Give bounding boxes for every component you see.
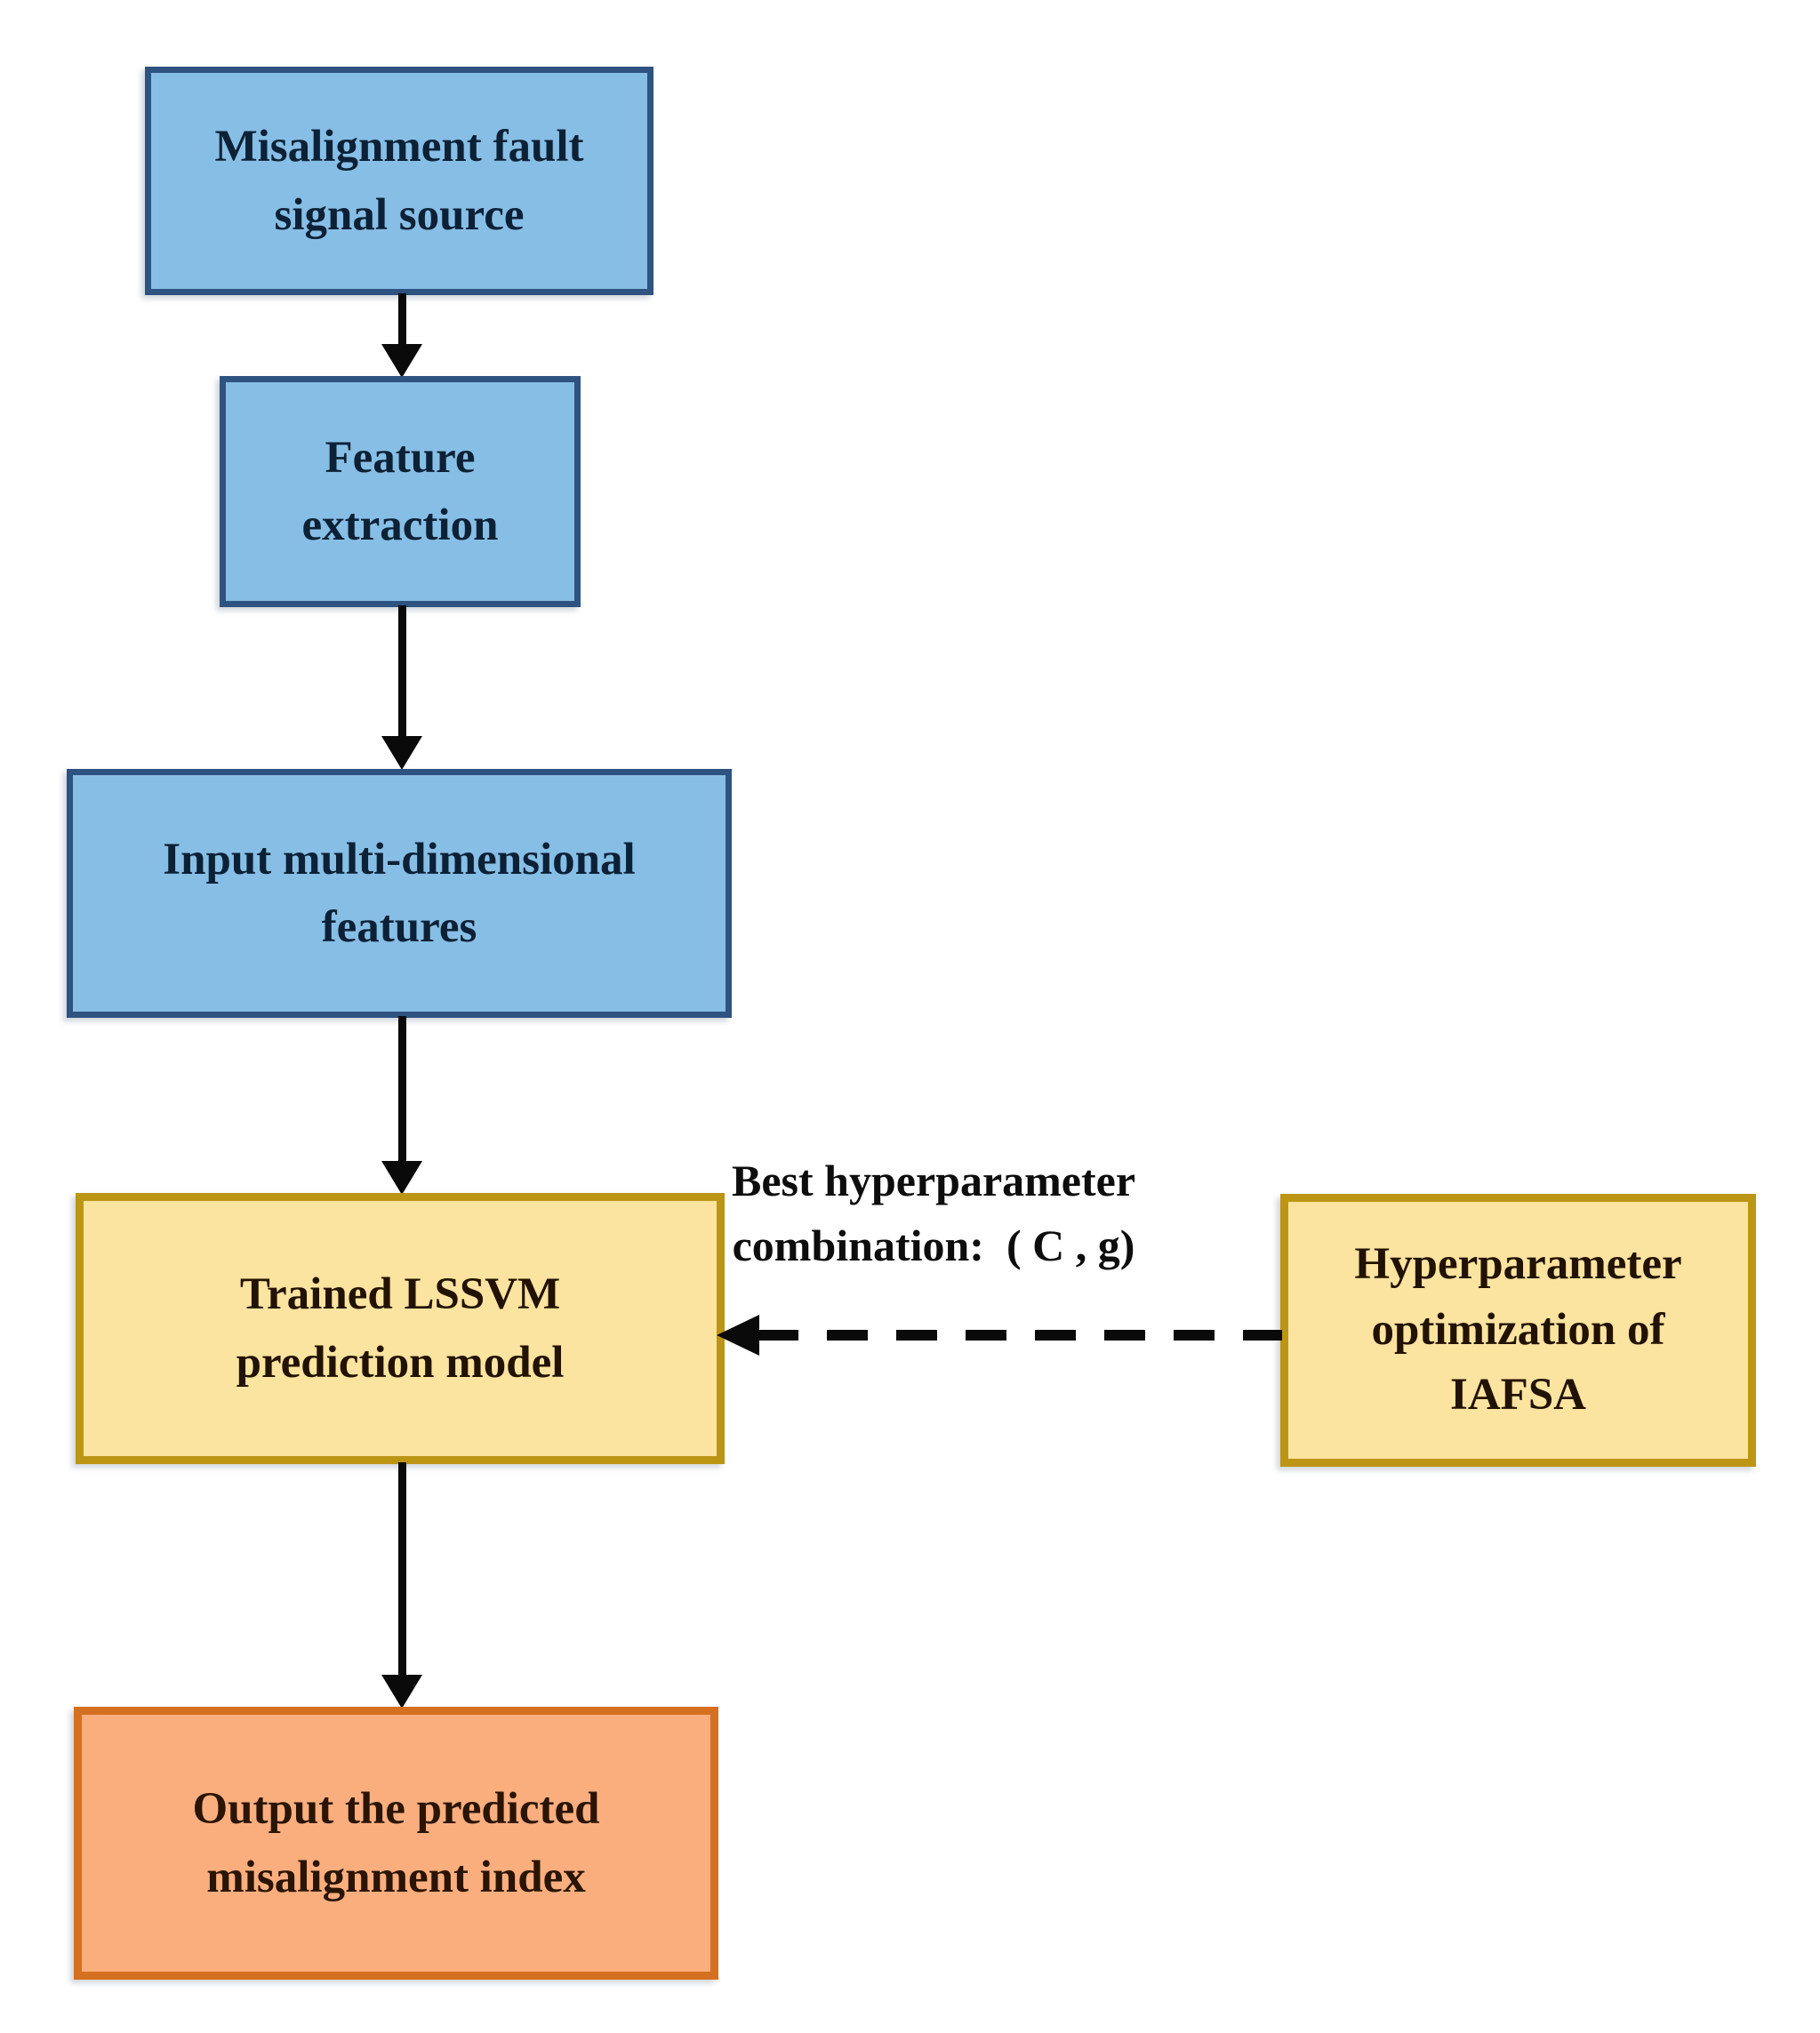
node-iafsa-optimizer-line2: optimization of [1371, 1304, 1665, 1355]
dashed-arrow-label-line1: Best hyperparameter [731, 1156, 1136, 1205]
arrowhead-down-icon [381, 1675, 422, 1709]
node-iafsa-optimizer-line3: IAFSA [1449, 1370, 1587, 1421]
dashed-arrow-label: Best hyperparameter combination: ( C , g… [702, 1149, 1165, 1277]
node-input-features: Input multi-dimensional features [67, 769, 732, 1018]
node-lssvm-model-line2: prediction model [236, 1337, 565, 1388]
node-lssvm-model: Trained LSSVM prediction model [76, 1193, 725, 1464]
arrow-model-to-output [398, 1462, 406, 1676]
dashed-arrow-label-line2: combination: ( C , g) [732, 1220, 1135, 1270]
arrowhead-left-icon [717, 1315, 759, 1356]
arrow-input-to-model [398, 1016, 406, 1162]
node-output-index-line2: misalignment index [206, 1852, 586, 1902]
node-signal-source: Misalignment fault signal source [145, 67, 653, 295]
node-signal-source-line1: Misalignment fault [214, 122, 584, 172]
node-feature-extraction-line1: Feature [325, 432, 476, 483]
node-feature-extraction-line2: extraction [301, 500, 499, 550]
node-output-index-line1: Output the predicted [192, 1784, 600, 1834]
node-iafsa-optimizer-line1: Hyperparameter [1354, 1238, 1682, 1289]
node-output-index: Output the predicted misalignment index [74, 1707, 718, 1980]
node-input-features-line1: Input multi-dimensional [163, 834, 636, 884]
node-signal-source-line2: signal source [274, 189, 525, 240]
node-feature-extraction: Feature extraction [220, 376, 581, 607]
dashed-arrow-optimizer-to-model [758, 1330, 1282, 1341]
node-iafsa-optimizer: Hyperparameter optimization of IAFSA [1280, 1194, 1756, 1467]
node-input-features-line2: features [321, 902, 477, 952]
arrowhead-down-icon [381, 736, 422, 770]
arrow-feature-to-input [398, 605, 406, 737]
arrowhead-down-icon [381, 344, 422, 378]
arrow-source-to-feature [398, 293, 406, 345]
node-lssvm-model-line1: Trained LSSVM [239, 1269, 561, 1319]
arrowhead-down-icon [381, 1161, 422, 1195]
